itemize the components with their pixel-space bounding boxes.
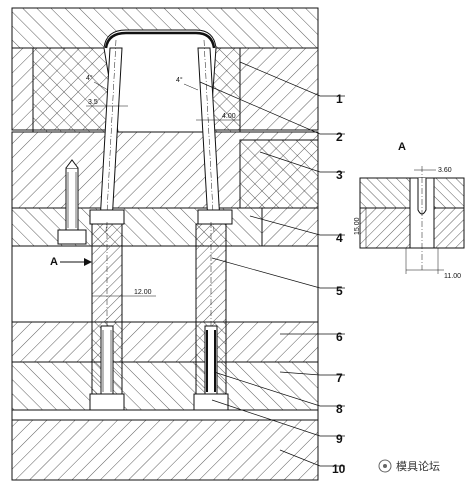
ejector-space	[11, 245, 319, 323]
dim-wall: 4.00	[222, 113, 236, 120]
watermark-icon-inner	[383, 464, 387, 468]
part-number-1: 1	[336, 92, 343, 106]
part-number-2: 2	[336, 130, 343, 144]
detail-dim-width: 3.60	[438, 167, 452, 174]
product-cavity	[103, 29, 217, 133]
pillar-right	[195, 223, 227, 323]
part-number-7: 7	[336, 371, 343, 385]
section-arrow-label: A	[50, 256, 58, 268]
bolt-head-left	[57, 229, 87, 245]
lifter-right-axis	[203, 39, 215, 233]
bushing-left	[89, 209, 125, 225]
dim-angle-right: 4°	[176, 76, 183, 84]
dim-angle-left: 4°	[86, 74, 93, 82]
watermark-icon	[378, 459, 392, 473]
ejector-retainer-plate	[11, 321, 319, 363]
spacer-strip	[11, 409, 319, 421]
leader-1	[239, 61, 345, 97]
dim-thickness: 3.5	[88, 99, 98, 106]
watermark-text: 模具论坛	[396, 459, 440, 473]
part-number-9: 9	[336, 432, 343, 446]
leader-7	[279, 371, 345, 376]
detail-view-label: A	[398, 141, 406, 153]
leader-10	[279, 449, 345, 467]
part-number-3: 3	[336, 168, 343, 182]
screw-head-left	[89, 393, 125, 411]
part-number-10: 10	[332, 462, 346, 476]
part-number-6: 6	[336, 330, 343, 344]
bolt-tip-left	[65, 159, 79, 169]
leader-8	[213, 371, 345, 407]
detail-dim-gap: 11.00	[444, 273, 461, 280]
leader-4	[249, 215, 345, 236]
bottom-plate	[11, 419, 319, 481]
ejector-plate	[11, 361, 319, 411]
screw-head-right	[193, 393, 229, 411]
detail-dim-depth: 15.00	[354, 217, 361, 235]
dim-angle-right-line	[183, 83, 199, 91]
pocket	[239, 139, 319, 209]
part-number-4: 4	[336, 231, 343, 245]
bushing-right	[197, 209, 233, 225]
leader-lines	[199, 61, 345, 467]
leader-9	[211, 399, 345, 437]
dim-angle-left-line	[93, 81, 109, 91]
part-number-5: 5	[336, 284, 343, 298]
lifter-left-axis	[105, 39, 117, 233]
leader-3	[259, 151, 345, 173]
part-number-8: 8	[336, 402, 343, 416]
dim-pin-dia: 12.00	[134, 289, 152, 296]
leader-5	[211, 257, 345, 289]
product-wall	[104, 31, 216, 49]
leader-2	[199, 81, 345, 135]
section-arrow-head	[84, 258, 92, 266]
